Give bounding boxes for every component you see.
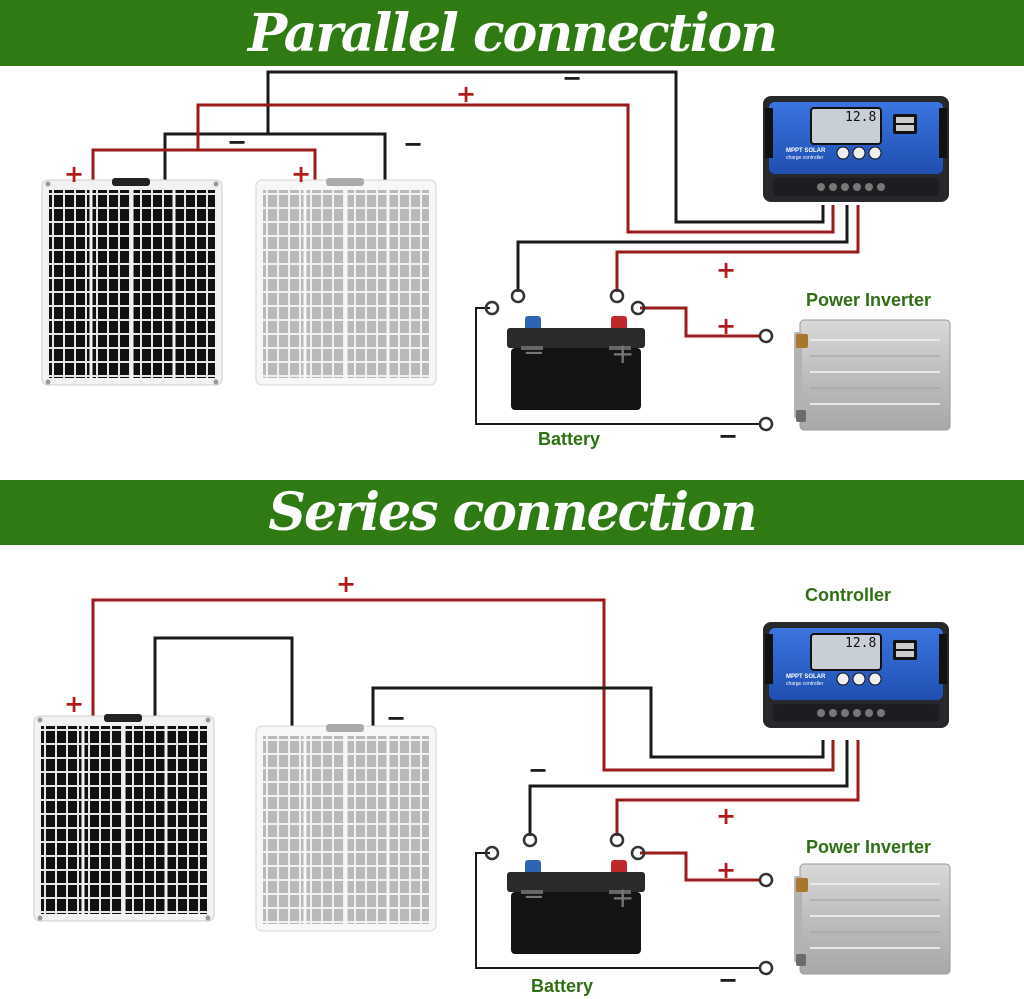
minus-marker: − xyxy=(227,128,247,156)
battery-2 xyxy=(507,860,645,954)
plus-marker: + xyxy=(716,256,736,284)
controller-display-value: 12.8 xyxy=(845,110,876,125)
solar-panel-light-1 xyxy=(254,176,438,387)
solar-panel-light-2 xyxy=(254,722,438,933)
controller-brand: MPPT SOLAR xyxy=(786,674,826,680)
controller-label-2: Controller xyxy=(805,585,892,605)
controller-brand-sub: charge controller xyxy=(786,681,824,687)
parallel-title-banner: Parallel connection xyxy=(0,0,1024,66)
battery-1 xyxy=(507,316,645,410)
solar-panel-dark-1 xyxy=(40,176,224,387)
ring-terminal-icon xyxy=(758,328,774,344)
series-battery-negative-wire xyxy=(475,852,760,969)
ring-terminal-icon xyxy=(758,960,774,976)
controller-brand-sub: charge controller xyxy=(786,155,824,161)
series-title: Series connection xyxy=(268,482,757,543)
battery-label-1: Battery xyxy=(538,429,601,449)
parallel-polarity-markers: + + + + + − − − − xyxy=(64,64,738,450)
minus-marker: − xyxy=(718,422,738,450)
ring-terminal-icon xyxy=(758,416,774,432)
plus-marker: + xyxy=(716,856,736,884)
controller-brand: MPPT SOLAR xyxy=(786,148,826,154)
power-inverter-2 xyxy=(793,863,951,975)
parallel-battery-negative-wire xyxy=(475,307,760,425)
series-polarity-markers: + + + + − − − xyxy=(64,570,738,994)
plus-marker: + xyxy=(456,80,476,108)
battery-label-2: Battery xyxy=(531,976,594,996)
minus-marker: − xyxy=(403,130,423,158)
series-title-banner: Series connection xyxy=(0,480,1024,545)
plus-marker: + xyxy=(64,690,84,718)
controller-display-value: 12.8 xyxy=(845,636,876,651)
minus-marker: − xyxy=(528,756,548,784)
parallel-title: Parallel connection xyxy=(248,2,778,64)
plus-marker: + xyxy=(291,160,311,188)
plus-marker: + xyxy=(716,312,736,340)
plus-marker: + xyxy=(716,802,736,830)
ring-terminal-icon xyxy=(758,872,774,888)
minus-marker: − xyxy=(562,64,582,92)
plus-marker: + xyxy=(336,570,356,598)
power-inverter-label-2: Power Inverter xyxy=(806,837,932,857)
series-negative-wires xyxy=(153,636,849,836)
power-inverter-label-1: Power Inverter xyxy=(806,290,932,310)
power-inverter-1 xyxy=(793,319,951,431)
series-positive-wires xyxy=(91,598,860,882)
plus-marker: + xyxy=(64,160,84,188)
parallel-negative-wires xyxy=(163,70,849,292)
solar-panel-dark-2 xyxy=(32,712,216,923)
parallel-positive-wires xyxy=(91,103,860,338)
minus-marker: − xyxy=(718,966,738,994)
minus-marker: − xyxy=(386,704,406,732)
